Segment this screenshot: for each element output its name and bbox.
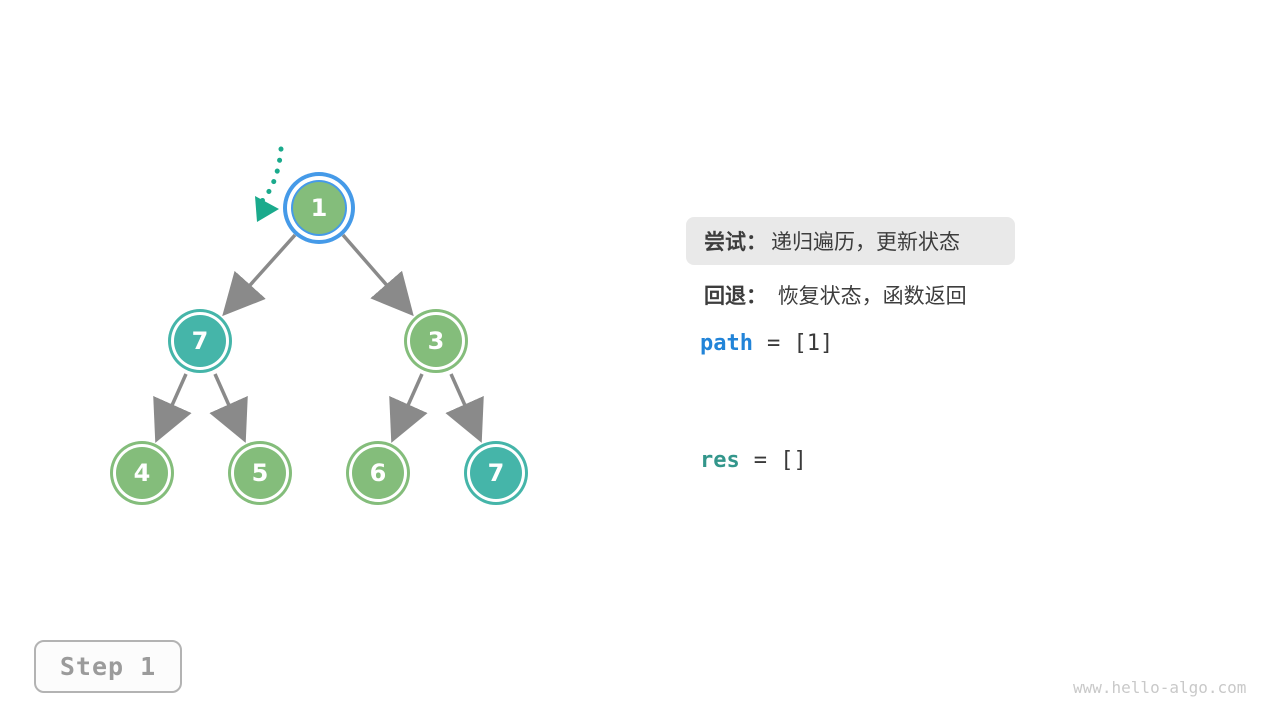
back-line: 回退： 恢复状态，函数返回	[704, 280, 967, 310]
res-variable-line: res = []	[700, 448, 807, 473]
try-text: 递归遍历，更新状态	[771, 230, 960, 254]
pointer-arrowhead	[255, 196, 279, 222]
tree-node-6: 6	[352, 447, 404, 499]
path-variable-line: path = [1]	[700, 331, 833, 356]
edge-1-7	[222, 233, 297, 317]
edge-3-7	[445, 373, 484, 443]
tree-node-1-current: 1	[293, 182, 345, 234]
tree-edges	[153, 233, 484, 443]
try-highlight-box: 尝试： 递归遍历，更新状态	[686, 217, 1015, 265]
res-variable-value: = []	[753, 448, 807, 473]
watermark: www.hello-algo.com	[1073, 678, 1247, 697]
edge-3-6	[389, 373, 428, 443]
try-label: 尝试：	[704, 230, 767, 254]
tree-node-3: 3	[410, 315, 462, 367]
back-label: 回退：	[704, 284, 767, 308]
edge-7-5	[209, 373, 248, 443]
res-variable-name: res	[700, 448, 740, 473]
back-text: 恢复状态，函数返回	[777, 284, 967, 308]
current-pointer-arrow	[255, 146, 284, 222]
path-variable-name: path	[700, 331, 753, 356]
path-variable-value: = [1]	[766, 331, 834, 356]
tree-node-7-right: 7	[470, 447, 522, 499]
edge-1-3	[341, 233, 414, 317]
tree-edges-svg	[153, 146, 484, 443]
step-badge: Step 1	[34, 640, 182, 693]
edge-7-4	[153, 373, 192, 443]
tree-node-5: 5	[234, 447, 286, 499]
tree-node-7-left: 7	[174, 315, 226, 367]
tree-node-4: 4	[116, 447, 168, 499]
